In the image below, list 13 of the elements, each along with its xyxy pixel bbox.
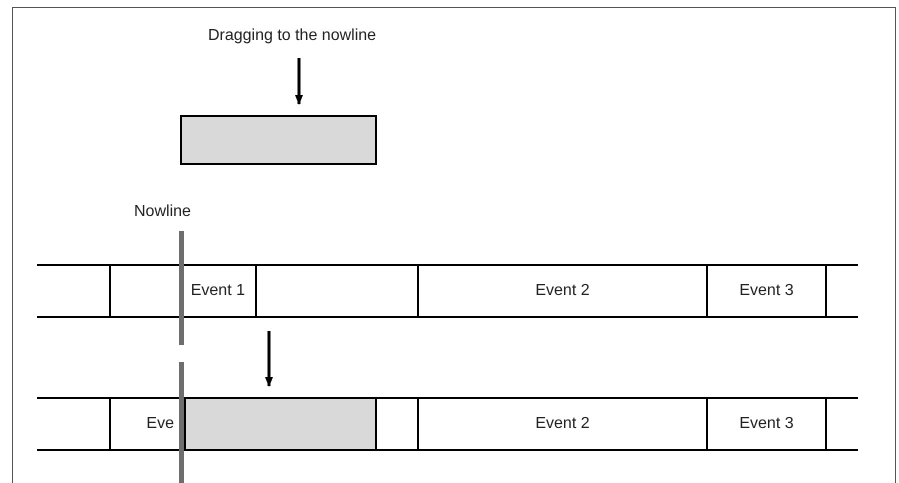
event-block: Event 3 (706, 397, 827, 451)
arrow (295, 58, 303, 105)
annotation-text: Dragging to the nowline (170, 24, 414, 48)
event-block: Event 1 (109, 264, 257, 318)
empty-slot (375, 397, 419, 451)
event-block: Event 2 (417, 264, 708, 318)
dragged-block (180, 115, 377, 165)
event-block: Event 3 (706, 264, 827, 318)
dropped-block (184, 397, 377, 451)
nowline-label: Nowline (134, 203, 191, 221)
event-block: Eve (109, 397, 182, 451)
arrow (265, 331, 273, 387)
event-block: Event 2 (417, 397, 708, 451)
